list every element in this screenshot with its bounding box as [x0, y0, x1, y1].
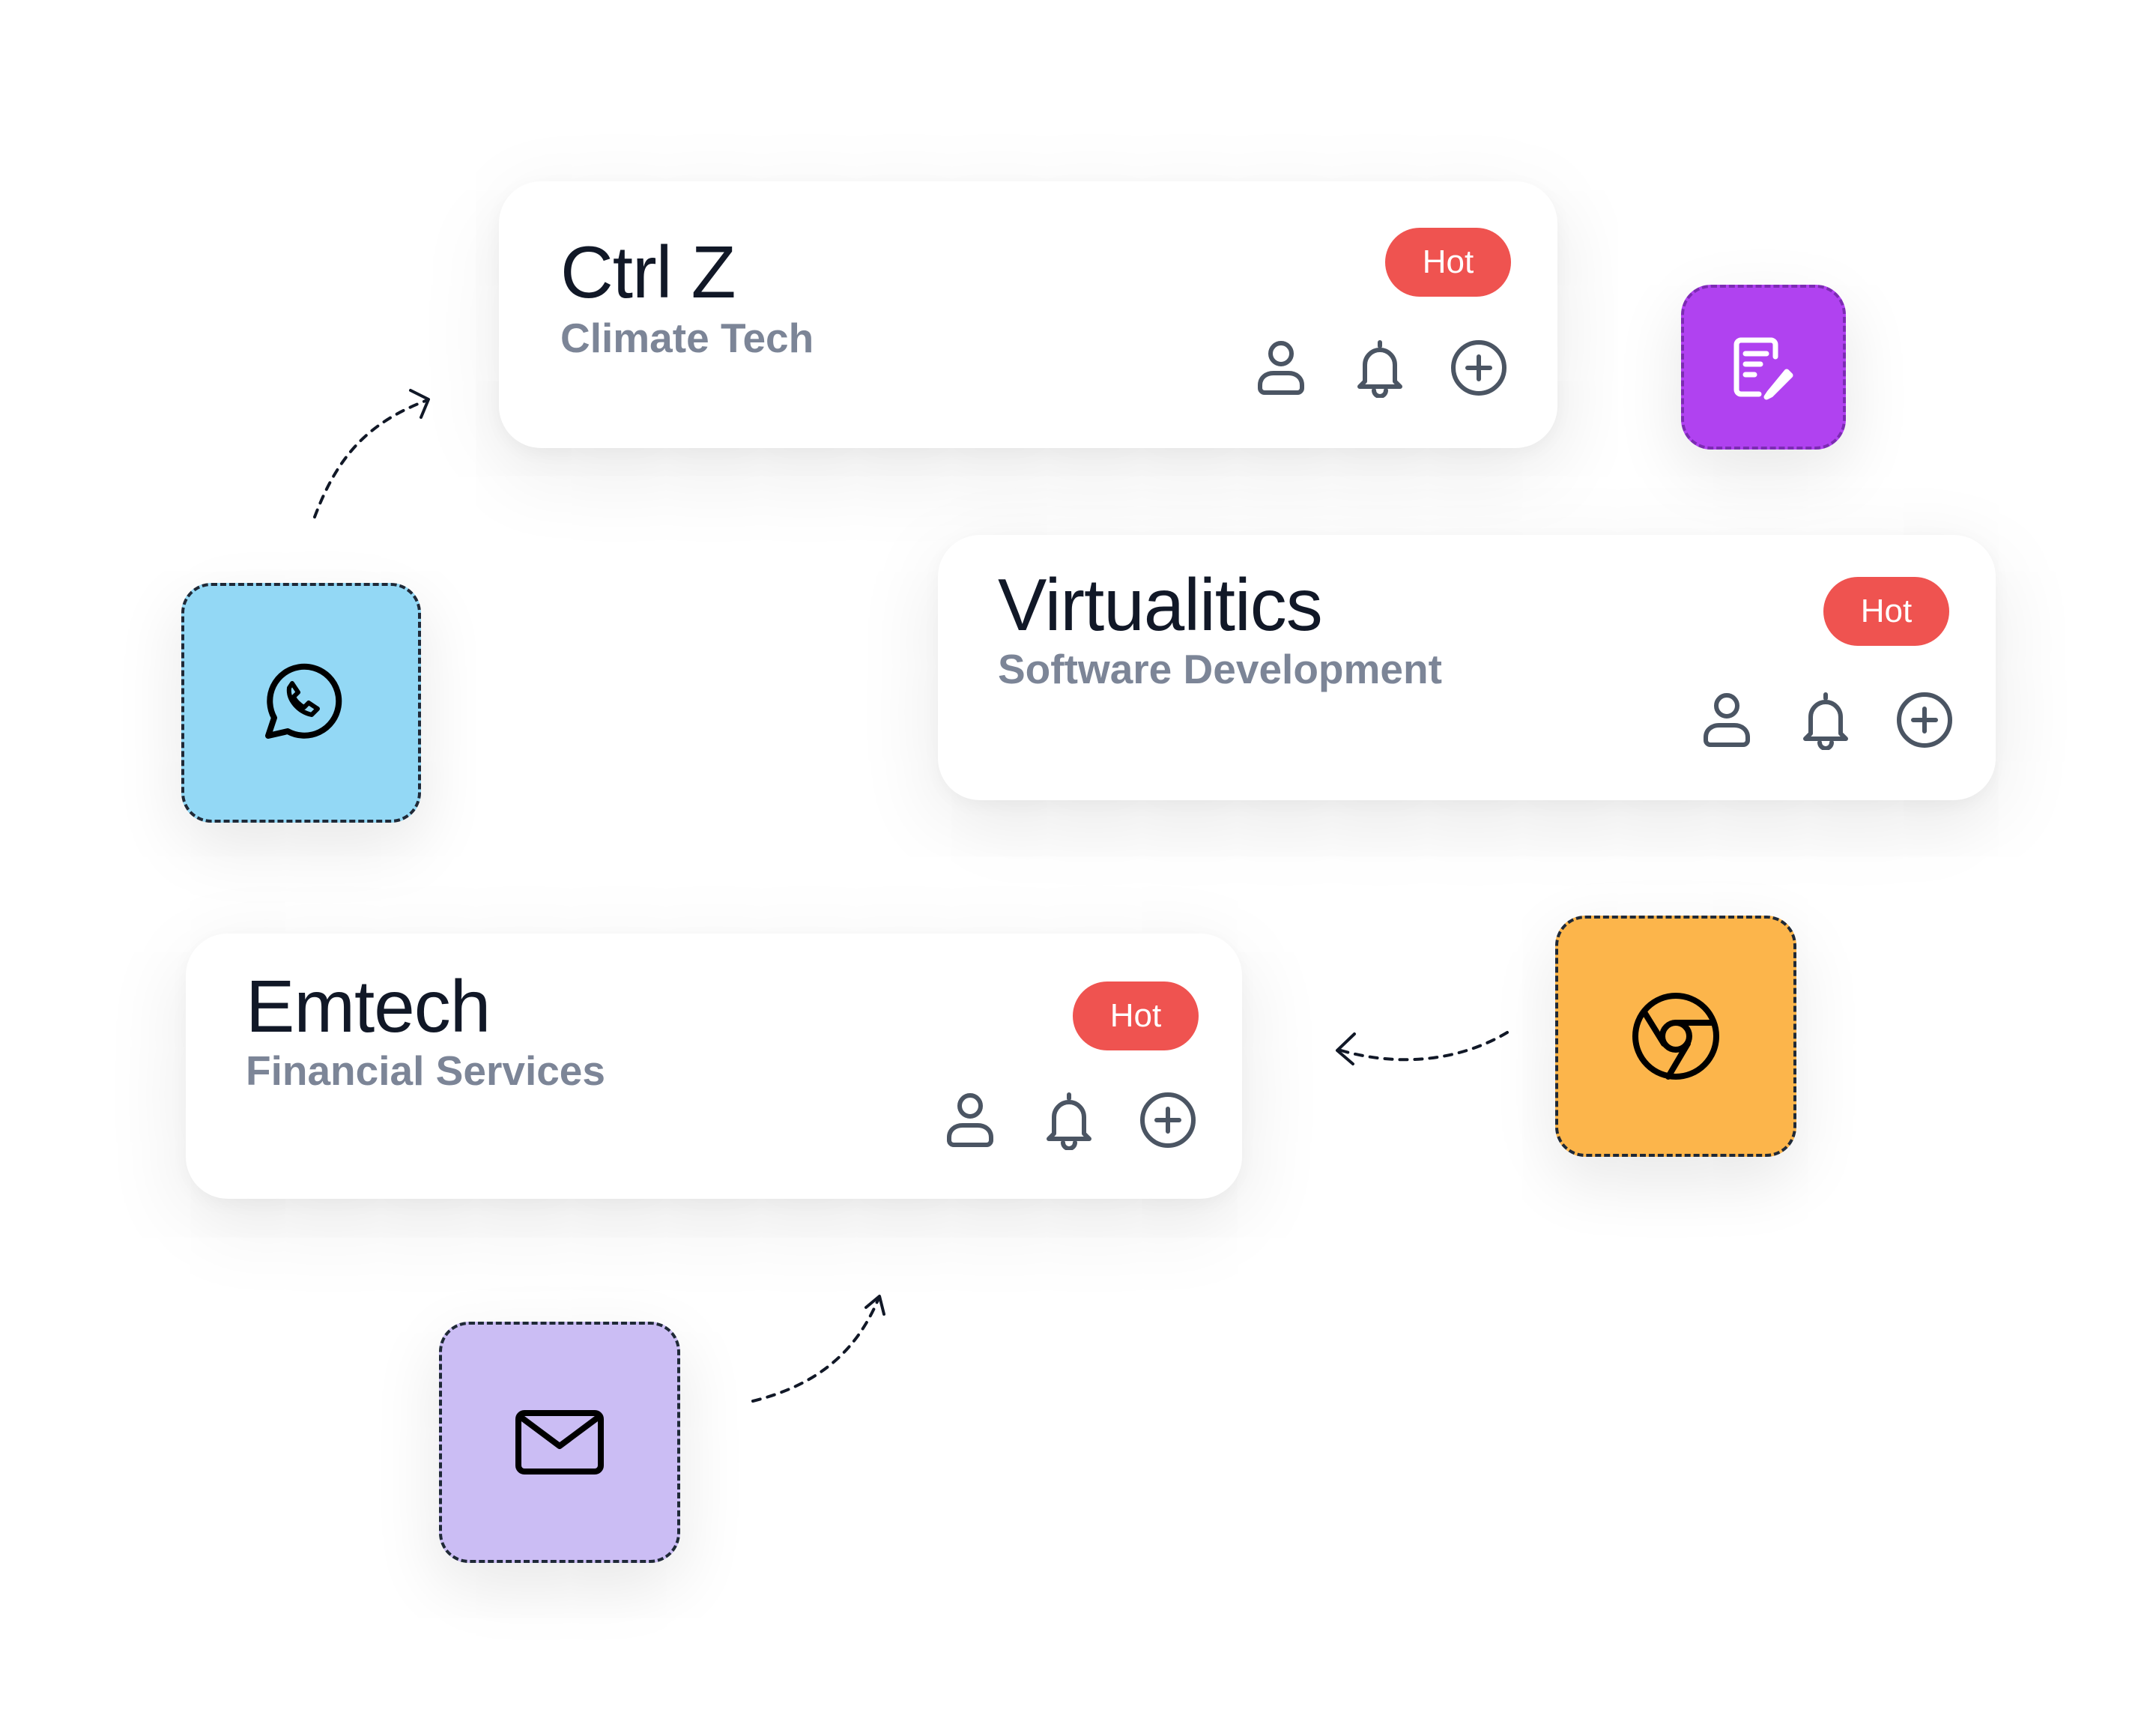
company-name: Virtualitics — [998, 563, 1323, 646]
company-sector: Software Development — [998, 646, 1442, 692]
plus-circle-icon[interactable] — [1895, 691, 1954, 749]
user-icon[interactable] — [941, 1091, 999, 1149]
company-name: Emtech — [246, 965, 491, 1047]
arrowhead-2 — [1336, 1032, 1356, 1065]
company-sector: Climate Tech — [560, 315, 814, 361]
whatsapp-tile[interactable] — [181, 583, 421, 823]
status-badge: Hot — [1823, 577, 1949, 646]
mail-icon — [515, 1410, 604, 1475]
plus-circle-icon[interactable] — [1139, 1091, 1197, 1149]
company-card-virtualitics[interactable]: Virtualitics Software Development Hot — [938, 535, 1996, 800]
bell-icon[interactable] — [1796, 691, 1855, 750]
company-name: Ctrl Z — [560, 231, 736, 313]
notes-tile[interactable] — [1681, 285, 1846, 450]
company-card-emtech[interactable]: Emtech Financial Services Hot — [186, 934, 1242, 1199]
status-badge: Hot — [1073, 982, 1199, 1050]
arrowhead-1 — [409, 389, 430, 419]
whatsapp-icon — [265, 663, 342, 739]
status-badge: Hot — [1385, 228, 1511, 297]
note-edit-icon — [1733, 337, 1793, 400]
arrowhead-3 — [864, 1295, 885, 1316]
chrome-icon — [1632, 993, 1719, 1080]
mail-tile[interactable] — [439, 1322, 680, 1563]
plus-circle-icon[interactable] — [1450, 339, 1508, 397]
user-icon[interactable] — [1698, 691, 1756, 749]
company-sector: Financial Services — [246, 1047, 605, 1094]
user-icon[interactable] — [1252, 339, 1310, 397]
company-card-ctrlz[interactable]: Ctrl Z Climate Tech Hot — [499, 181, 1557, 448]
chrome-tile[interactable] — [1555, 916, 1796, 1157]
bell-icon[interactable] — [1040, 1091, 1098, 1150]
card-actions — [1252, 339, 1508, 398]
card-actions — [941, 1091, 1197, 1150]
card-actions — [1698, 691, 1954, 750]
arrow-whatsapp-to-ctrlz — [313, 399, 427, 518]
bell-icon[interactable] — [1351, 339, 1409, 398]
arrow-mail-to-emtech — [751, 1298, 879, 1403]
arrow-chrome-to-emtech — [1339, 1031, 1509, 1062]
